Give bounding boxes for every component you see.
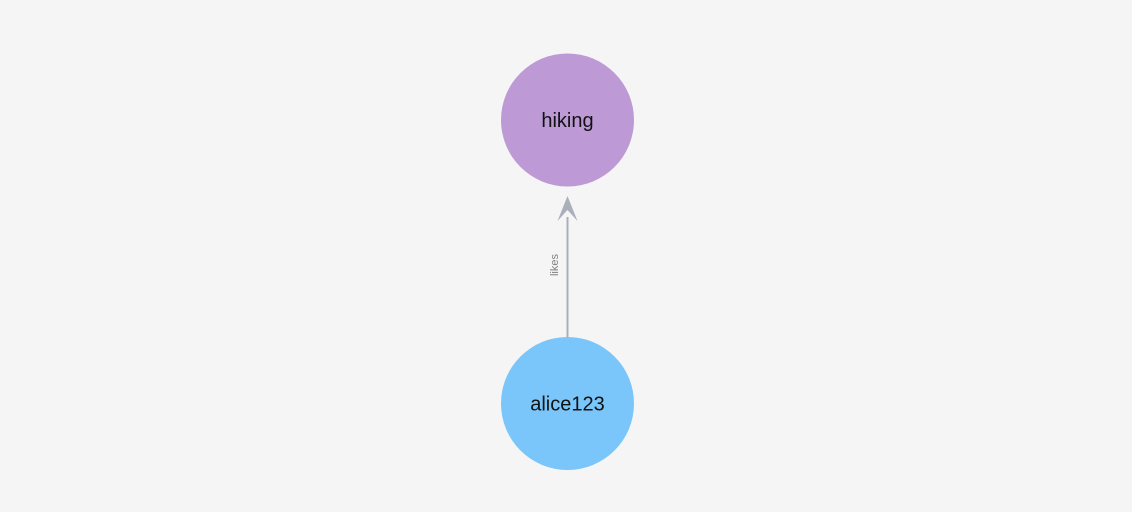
node-circle-hiking[interactable] xyxy=(501,53,634,187)
arrow-head-icon xyxy=(557,196,578,221)
node-circle-alice123[interactable] xyxy=(501,337,634,470)
graph-node-hiking[interactable]: hiking xyxy=(501,53,634,187)
graph-node-alice123[interactable]: alice123 xyxy=(501,337,634,470)
node-label-hiking: hiking xyxy=(541,110,593,132)
graph-edge-likes[interactable]: likes xyxy=(549,196,578,337)
node-label-alice123: alice123 xyxy=(530,394,605,416)
edge-label-likes: likes xyxy=(549,254,561,277)
